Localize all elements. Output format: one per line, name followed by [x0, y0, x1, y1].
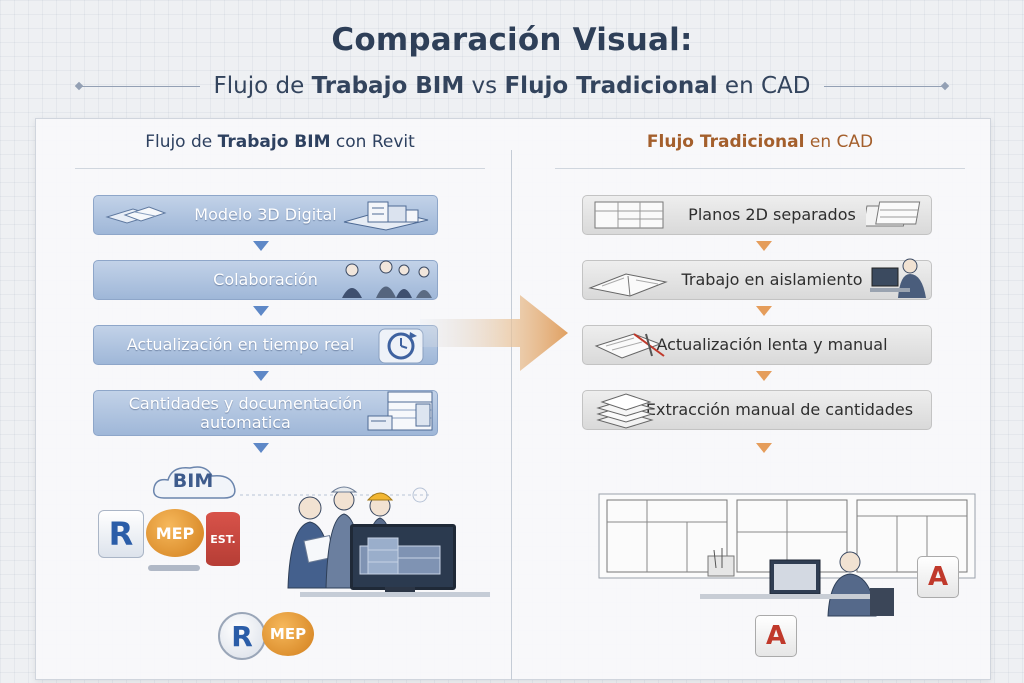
page-title: Comparación Visual:: [331, 22, 693, 58]
cad-step-label: Actualización lenta y manual: [656, 335, 888, 355]
cad-heading-bold: Flujo Tradicional: [646, 132, 805, 152]
spreadsheet-calculator-icon: [367, 391, 433, 431]
bim-step-label: Modelo 3D Digital: [194, 205, 337, 225]
building-model-icon: [343, 201, 429, 231]
cad-step-label: Trabajo en aislamiento: [681, 270, 863, 290]
bim-heading-rule: [75, 168, 485, 169]
building-render-icon: [359, 537, 441, 575]
connection-lines: [240, 487, 430, 503]
bim-arrow-1: [253, 241, 269, 251]
bim-arrow-2: [253, 306, 269, 316]
drawing-sheets-icon: [105, 206, 167, 224]
column-divider: [511, 150, 512, 680]
bim-cloud-label: BIM: [172, 470, 214, 492]
mep-badge: MEP: [146, 509, 204, 557]
cad-arrow-3: [756, 371, 772, 381]
transition-arrow-icon: [420, 295, 568, 371]
revit-badge-bottom: R: [218, 612, 266, 660]
desk-surface: [300, 592, 490, 597]
cad-heading-post: en CAD: [804, 132, 874, 152]
blueprints-board-icon: [598, 493, 976, 579]
subtitle-rule-left: [80, 85, 200, 87]
subtitle-row: Flujo de Trabajo BIM vs Flujo Tradiciona…: [80, 70, 944, 102]
mep-badge-bottom: MEP: [262, 612, 314, 656]
manual-drafting-icon: [594, 333, 665, 359]
bim-step-label: Cantidades y documentación automatica: [128, 393, 363, 432]
est-badge: EST.: [206, 512, 240, 566]
subtitle: Flujo de Trabajo BIM vs Flujo Tradiciona…: [214, 73, 811, 99]
open-blueprint-icon: [588, 273, 668, 297]
cad-arrow-2: [756, 306, 772, 316]
subtitle-bim: Trabajo BIM: [311, 73, 465, 99]
paper-stack-icon: [596, 393, 654, 429]
subtitle-tradicional: Flujo Tradicional: [504, 73, 718, 99]
team-people-icon: [342, 260, 432, 298]
bim-step-label: Colaboración: [213, 270, 318, 290]
bim-heading-post: con Revit: [330, 132, 415, 152]
bim-heading-bold: Trabajo BIM: [217, 132, 331, 152]
bim-arrow-4: [253, 443, 269, 453]
cad-arrow-1: [756, 241, 772, 251]
subtitle-cad: en CAD: [717, 73, 811, 99]
badge-stand: [148, 565, 200, 571]
revit-badge: R: [98, 510, 144, 558]
bim-step-label: Actualización en tiempo real: [126, 335, 355, 355]
drawing-stack-icon: [866, 201, 921, 227]
cad-column-title: Flujo Tradicional en CAD: [540, 132, 980, 152]
cad-heading-rule: [555, 168, 965, 169]
floor-plan-icon: [594, 201, 664, 229]
bim-arrow-3: [253, 371, 269, 381]
cad-arrow-4: [756, 443, 772, 453]
subtitle-vs: vs: [464, 73, 505, 99]
autocad-badge-bottom: A: [755, 615, 797, 657]
cad-step-actualizacion: Actualización lenta y manual: [582, 325, 932, 365]
cloud-icon: [152, 466, 236, 499]
cad-step-label: Extracción manual de cantidades: [645, 400, 914, 420]
worker-computer-icon: [870, 258, 926, 298]
refresh-clock-icon: [378, 328, 424, 364]
draftsman-desk-icon: [700, 548, 894, 617]
bim-column-title: Flujo de Trabajo BIM con Revit: [60, 132, 500, 152]
subtitle-part: Flujo de: [213, 73, 312, 99]
cad-step-label: Planos 2D separados: [688, 205, 856, 225]
autocad-badge: A: [917, 556, 959, 598]
monitor-stand: [385, 587, 415, 593]
bim-heading-pre: Flujo de: [145, 132, 218, 152]
subtitle-rule-right: [824, 85, 944, 87]
